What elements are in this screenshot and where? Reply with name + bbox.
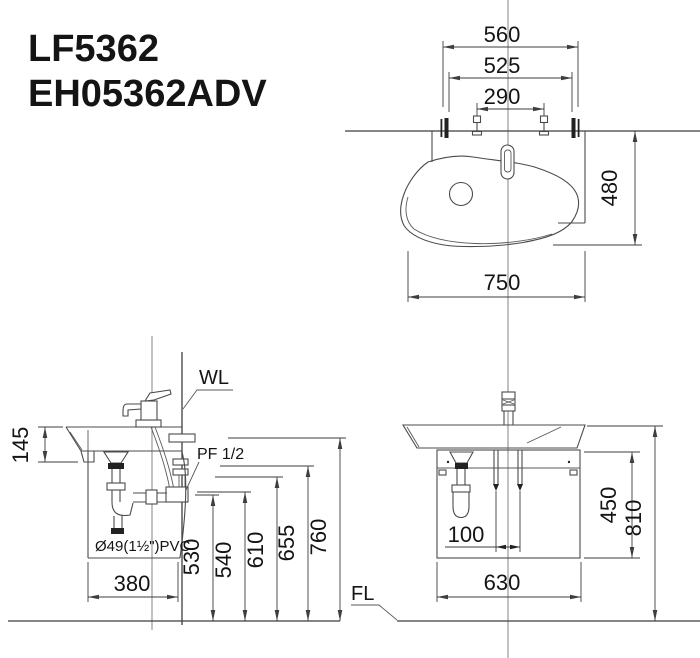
top-view: 560 525 290 bbox=[345, 22, 700, 302]
model-number-primary: LF5362 bbox=[28, 28, 159, 70]
cleanout-cap bbox=[111, 528, 124, 534]
p-trap-side bbox=[102, 451, 167, 534]
arrow-right bbox=[510, 544, 520, 550]
supply-nut-upper bbox=[172, 458, 189, 466]
anchor-mark-left-thick bbox=[444, 118, 449, 138]
dim-text-655: 655 bbox=[274, 525, 299, 562]
basin-inner-rim-line bbox=[405, 196, 553, 245]
cabinet-curved-side bbox=[179, 451, 187, 559]
dim-text-100: 100 bbox=[448, 522, 485, 547]
wall-fittings bbox=[165, 433, 196, 503]
union-nut bbox=[145, 489, 158, 505]
bottle-trap-front bbox=[449, 451, 474, 519]
basin-front-contour bbox=[526, 426, 562, 444]
dim-text-530: 530 bbox=[179, 539, 204, 576]
dimension-655: 655 bbox=[220, 465, 314, 621]
floor: FL bbox=[8, 583, 700, 622]
supply-fitting-leader bbox=[185, 461, 200, 491]
dimension-610: 610 bbox=[215, 476, 283, 621]
front-view: 100 450 810 630 bbox=[402, 391, 663, 621]
stop-valve bbox=[168, 433, 196, 443]
faucet-front bbox=[501, 391, 516, 425]
mounting-bolt-right bbox=[538, 115, 550, 136]
drain-flange bbox=[102, 451, 130, 464]
wall-elbow bbox=[165, 486, 189, 503]
dim-text-540: 540 bbox=[211, 542, 236, 579]
anchor-mark-right-thick bbox=[571, 118, 576, 138]
water-line-leader bbox=[182, 389, 233, 410]
water-line-label: WL bbox=[199, 367, 229, 389]
dimension-450: 450 bbox=[584, 451, 640, 559]
supply-fitting-callout: PF 1/2 bbox=[185, 446, 244, 491]
faucet-side bbox=[122, 389, 172, 428]
dimension-760: 760 bbox=[228, 437, 346, 621]
water-line-callout: WL bbox=[182, 367, 233, 410]
knob-left bbox=[446, 460, 450, 464]
dim-text-145: 145 bbox=[8, 427, 33, 464]
dimension-530: 530 bbox=[179, 494, 219, 621]
dim-text-750: 750 bbox=[484, 270, 521, 295]
dim-text-450: 450 bbox=[596, 487, 621, 524]
dimension-630: 630 bbox=[436, 562, 582, 602]
dimension-290: 290 bbox=[476, 84, 545, 116]
basin-section-side bbox=[65, 426, 182, 463]
side-view: WL bbox=[8, 336, 346, 630]
dimension-380: 380 bbox=[87, 562, 179, 602]
supply-hose bbox=[150, 426, 175, 491]
basin-front-lip bbox=[80, 450, 95, 463]
dim-text-290: 290 bbox=[484, 84, 521, 109]
arrow-left bbox=[496, 544, 506, 550]
drain-hole bbox=[448, 181, 474, 207]
cabinet-side bbox=[87, 451, 187, 559]
wall-anchor-bolts bbox=[440, 115, 580, 138]
dimension-480: 480 bbox=[553, 131, 642, 246]
dim-text-610: 610 bbox=[243, 532, 268, 569]
dim-text-630: 630 bbox=[484, 570, 521, 595]
floor-line-leader bbox=[351, 604, 398, 621]
title-block: LF5362 EH05362ADV bbox=[28, 28, 267, 115]
hinge-right bbox=[569, 469, 578, 476]
basin-front bbox=[402, 424, 586, 449]
dim-text-810: 810 bbox=[621, 500, 646, 537]
drain-locknut bbox=[108, 463, 124, 469]
floor-line-label: FL bbox=[351, 583, 374, 605]
dimension-525: 525 bbox=[448, 53, 573, 112]
dim-text-560: 560 bbox=[484, 22, 521, 47]
model-number-secondary: EH05362ADV bbox=[28, 73, 267, 115]
basin-plan-outline bbox=[400, 144, 580, 248]
counter-outline bbox=[431, 131, 586, 224]
dimension-810: 810 bbox=[587, 425, 663, 621]
dimension-145: 145 bbox=[8, 426, 78, 464]
dimension-100: 100 bbox=[445, 491, 521, 552]
dim-text-760: 760 bbox=[306, 519, 331, 556]
faucet-plan bbox=[500, 144, 515, 180]
drain-pipe-spec-label: Ø49(1½")PVC bbox=[95, 538, 191, 555]
faucet-spout bbox=[122, 403, 142, 417]
faucet-handle bbox=[143, 389, 172, 402]
dimension-750: 750 bbox=[407, 251, 586, 302]
dimension-540: 540 bbox=[197, 491, 251, 621]
hinge-left bbox=[438, 469, 447, 476]
anchor-mark-left-thin bbox=[440, 119, 443, 137]
supply-nut-lower bbox=[172, 468, 189, 476]
dimension-560: 560 bbox=[442, 22, 579, 107]
dim-text-525: 525 bbox=[484, 53, 521, 78]
supply-pipes-front bbox=[493, 450, 523, 491]
dim-text-380: 380 bbox=[114, 571, 151, 596]
dim-text-480: 480 bbox=[597, 170, 622, 207]
anchor-mark-right-thin bbox=[577, 119, 580, 137]
knob-right bbox=[567, 460, 571, 464]
supply-fitting-label: PF 1/2 bbox=[197, 446, 244, 463]
mounting-bolt-left bbox=[471, 115, 483, 136]
